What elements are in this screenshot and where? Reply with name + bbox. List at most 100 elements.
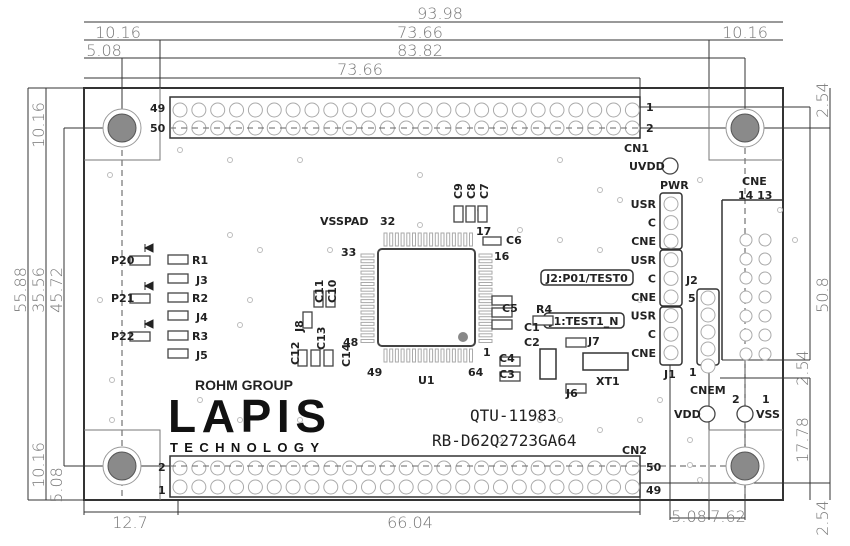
smd-pad <box>167 254 189 265</box>
mcu-pin-label: 48 <box>343 336 358 349</box>
cn2-pin-2: 2 <box>158 461 166 474</box>
smd-pad <box>167 310 189 321</box>
pwr-pin-label: CNE <box>631 291 656 304</box>
header-pin <box>568 102 584 118</box>
mcu-pin <box>429 232 434 247</box>
cne-pin <box>758 290 772 304</box>
j2-jumper-label-box <box>540 269 634 286</box>
header-pin <box>172 460 188 476</box>
smd-parts <box>129 205 587 394</box>
vss-pin: 1 <box>762 393 770 406</box>
header-pin <box>549 102 565 118</box>
jumper-pin <box>663 270 679 286</box>
mounting-hole <box>107 451 137 481</box>
header-pin <box>624 102 640 118</box>
header-pin <box>266 460 282 476</box>
c13-label: C13 <box>315 327 328 350</box>
cne-pin <box>758 328 772 342</box>
c12-label: C12 <box>289 342 302 365</box>
cne-pins-label: 14 13 <box>738 189 772 202</box>
mcu-pin <box>434 232 439 247</box>
smd-pad <box>499 356 521 367</box>
cnem-pin-1: 1 <box>689 366 697 379</box>
dim-label: 17.78 <box>793 417 812 463</box>
smd-pad <box>565 383 587 394</box>
smd-pad <box>297 349 308 367</box>
header-pin <box>361 460 376 476</box>
header-pin-group <box>663 196 772 374</box>
mcu-pin <box>360 287 375 292</box>
header-pin <box>323 479 339 495</box>
cne-pin <box>739 290 753 304</box>
dim-label: 5.08 <box>671 507 707 526</box>
mcu-pin <box>446 348 451 363</box>
vdd-label: VDD <box>674 408 701 421</box>
via <box>97 297 103 303</box>
dim-label: 45.72 <box>47 267 66 313</box>
dim-label: 35.56 <box>29 267 48 313</box>
header-pin <box>606 102 622 118</box>
pin1-marker <box>458 332 468 342</box>
via <box>109 417 115 423</box>
via <box>497 437 503 443</box>
cn1-pin-50: 50 <box>150 122 166 135</box>
via <box>657 397 663 403</box>
header-pin <box>210 460 226 476</box>
r1-label: R1 <box>192 254 208 267</box>
cne-pin <box>758 309 772 323</box>
via <box>197 397 203 403</box>
mcu-pin <box>406 232 411 247</box>
mcu-pin <box>463 232 468 247</box>
xt1-crystal <box>582 352 629 371</box>
mcu-pin <box>360 333 375 338</box>
cnem-pin <box>700 341 716 357</box>
mcu-u1 <box>377 248 476 347</box>
mcu-pin-label: 16 <box>494 250 510 263</box>
mcu-pin <box>478 264 493 269</box>
dim-label: 10.16 <box>29 102 48 148</box>
cnem-pin <box>700 324 716 340</box>
dim-label: 73.66 <box>397 23 443 42</box>
header-pin <box>606 479 622 495</box>
header-pin <box>492 102 508 118</box>
pwr-pin-label: CNE <box>631 347 656 360</box>
mcu-pin <box>400 232 405 247</box>
mcu-pin-label: 33 <box>341 246 356 259</box>
via <box>637 297 643 303</box>
dim-label: 66.04 <box>387 513 433 532</box>
mounting-holes <box>102 108 765 486</box>
j6-label: J6 <box>565 387 578 400</box>
smd-pad <box>499 371 521 382</box>
cne-label: CNE <box>742 175 767 188</box>
header-pin <box>530 479 546 495</box>
header-pin <box>587 460 603 476</box>
header-pin <box>379 102 395 118</box>
mcu-pin <box>429 348 434 363</box>
via <box>687 437 693 443</box>
header-pin <box>342 102 358 118</box>
header-pin <box>304 460 320 476</box>
mcu-pin <box>406 348 411 363</box>
mcu-pin <box>360 264 375 269</box>
cn2-pin-1: 1 <box>158 484 166 497</box>
via <box>617 197 623 203</box>
mcu-pin-label: 1 <box>483 346 491 359</box>
jumper-pin <box>663 289 679 305</box>
vdd-testpoint <box>698 405 716 423</box>
lapis-logo: LAPIS <box>168 390 326 442</box>
via <box>237 322 243 328</box>
header-pin <box>172 102 188 118</box>
j2-label: J2 <box>685 274 698 287</box>
cne-pin <box>758 271 772 285</box>
r4-label: R4 <box>536 303 552 316</box>
smd-pad <box>167 330 189 341</box>
mcu-pin <box>389 232 394 247</box>
j8-label: J8 <box>293 320 306 333</box>
via <box>327 247 333 253</box>
header-pin <box>511 479 527 495</box>
mcu-pin <box>463 348 468 363</box>
cne-outline <box>721 199 783 360</box>
smd-pad <box>129 255 151 266</box>
header-pin <box>417 460 433 476</box>
